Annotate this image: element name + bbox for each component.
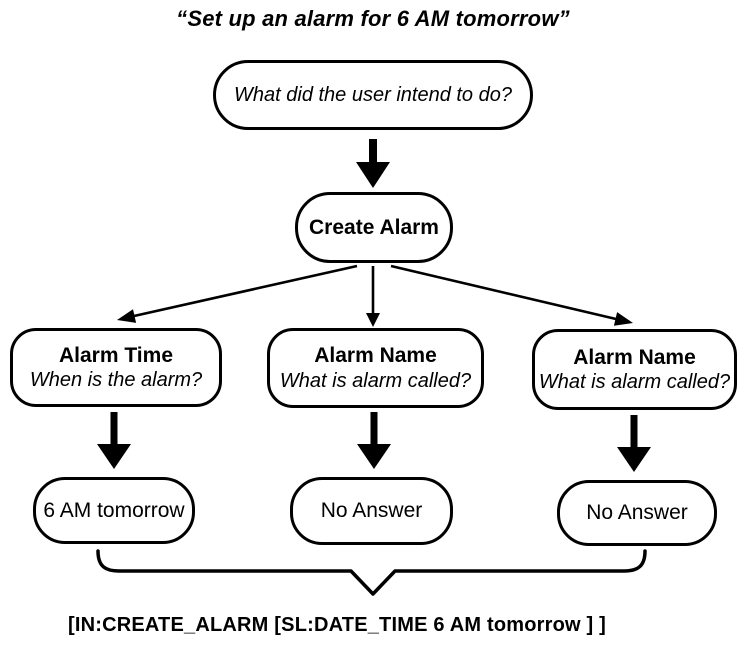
slot-node-alarm-name-1: Alarm Name What is alarm called? xyxy=(267,328,484,408)
root-question-node: What did the user intend to do? xyxy=(213,60,533,130)
answer-label: 6 AM tomorrow xyxy=(43,498,185,522)
slot-name-label: Alarm Name xyxy=(314,344,437,367)
answer-node-no-answer-2: No Answer xyxy=(557,480,717,546)
intent-label: Create Alarm xyxy=(309,215,439,239)
slot-node-alarm-time: Alarm Time When is the alarm? xyxy=(10,328,222,407)
slot-question-label: When is the alarm? xyxy=(29,369,203,392)
root-question-label: What did the user intend to do? xyxy=(234,83,512,106)
thick-arrow-root-to-intent xyxy=(356,139,390,188)
slot-question-label: What is alarm called? xyxy=(538,371,731,394)
intent-node: Create Alarm xyxy=(295,192,453,263)
answer-label: No Answer xyxy=(586,501,688,525)
curly-brace xyxy=(96,549,647,596)
slot-question-label: What is alarm called? xyxy=(279,369,472,392)
slot-node-alarm-name-2: Alarm Name What is alarm called? xyxy=(532,329,737,410)
slot-name-label: Alarm Name xyxy=(573,345,696,369)
answer-label: No Answer xyxy=(320,499,423,523)
utterance-title: “Set up an alarm for 6 AM tomorrow” xyxy=(176,6,570,31)
thin-arrow-intent-to-slot-1 xyxy=(117,264,358,323)
thin-arrow-intent-to-slot-3 xyxy=(390,264,633,326)
parse-result: [IN:CREATE_ALARM [SL:DATE_TIME 6 AM tomo… xyxy=(67,614,607,636)
thick-arrow-slot-1-to-answer xyxy=(97,412,131,469)
thick-arrow-slot-2-to-answer xyxy=(357,412,391,469)
answer-node-no-answer-1: No Answer xyxy=(290,477,453,545)
thick-arrow-slot-3-to-answer xyxy=(617,415,651,472)
thin-arrow-intent-to-slot-2 xyxy=(366,266,380,327)
slot-name-label: Alarm Time xyxy=(59,343,173,367)
answer-node-date-time: 6 AM tomorrow xyxy=(33,477,195,544)
